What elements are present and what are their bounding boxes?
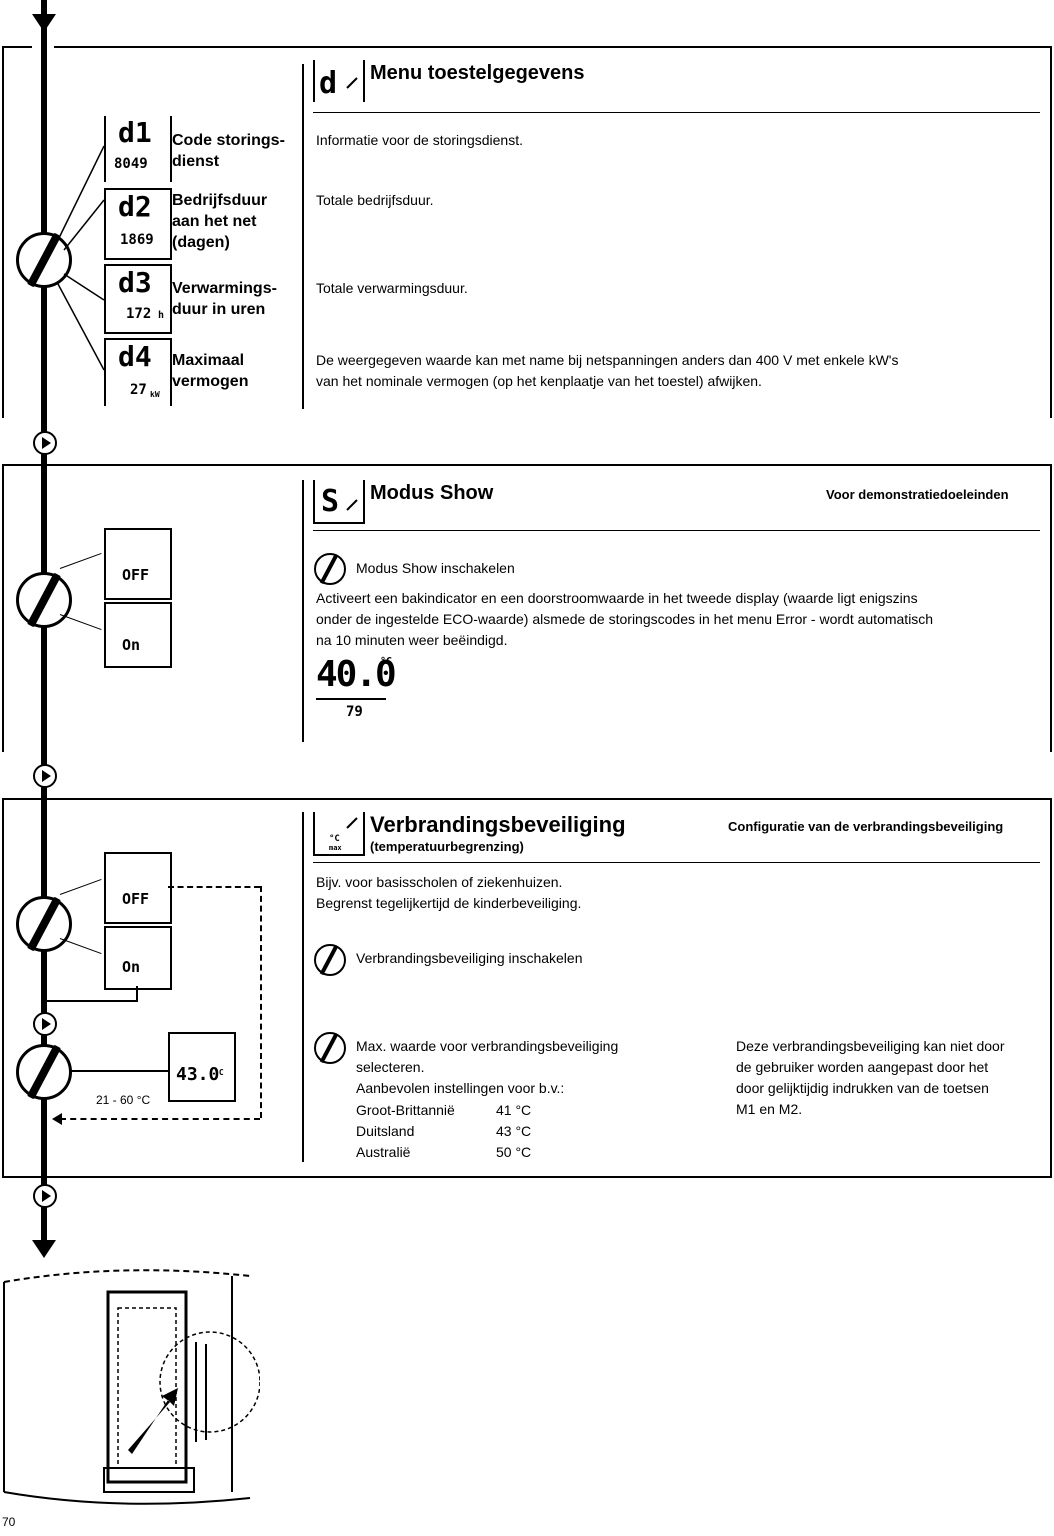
desc-d3: Totale verwarmingsduur. [316, 280, 468, 296]
knob-small-icon [314, 1032, 346, 1064]
action-show: Modus Show inschakelen [356, 560, 515, 576]
section-title: Menu toestelgegevens [370, 62, 585, 84]
menu-icon-box: d [313, 60, 365, 102]
label-d1: Code storings-dienst [172, 132, 285, 170]
selector-knob[interactable] [16, 572, 72, 628]
arrow-left-icon [52, 1113, 62, 1125]
lcd-burn-value: 43.0 °C [168, 1032, 236, 1102]
show-icon-box: S [313, 480, 365, 524]
show-display: 40.0 °C 79 [316, 654, 397, 720]
section-title: Modus Show [370, 482, 494, 504]
d-glyph: d [319, 66, 338, 101]
next-play-icon[interactable] [33, 1012, 57, 1036]
wrench-icon [346, 817, 358, 829]
lcd-burn-off: OFF [104, 852, 172, 924]
action-burn-enable: Verbrandingsbeveiliging inschakelen [356, 950, 583, 966]
range-label: 21 - 60 °C [96, 1093, 151, 1107]
label-d3: Verwarmings-duur in uren [172, 280, 277, 318]
section-title: Verbrandingsbeveiliging [370, 812, 626, 837]
lcd-burn-on: On [104, 926, 172, 990]
next-play-icon[interactable] [33, 431, 57, 455]
section-subtitle: Configuratie van de verbrandingsbeveilig… [728, 819, 1004, 834]
burn-icon-box: °C max [313, 812, 365, 856]
arrow-down-icon [32, 14, 56, 32]
burn-intro: Bijv. voor basisscholen of ziekenhuizen.… [316, 874, 582, 911]
arrow-down-icon [32, 1240, 56, 1258]
section-burn-frame [2, 798, 1052, 1178]
dashed-path [168, 886, 260, 888]
knob-small-icon [314, 944, 346, 976]
knob-small-icon [314, 553, 346, 585]
lcd-d4: d4 27 kW [104, 338, 172, 406]
section-title-sub: (temperatuurbegrenzing) [370, 839, 524, 854]
lcd-show-on: On [104, 602, 172, 668]
lcd-show-off: OFF [104, 528, 172, 600]
connector-lines [57, 145, 105, 371]
selector-knob[interactable] [16, 896, 72, 952]
wrench-icon [346, 77, 358, 89]
lcd-d2: d2 1869 [104, 188, 172, 260]
show-desc: Activeert een bakindicator en een doorst… [316, 590, 934, 648]
burn-note: Deze verbrandingsbeveiliging kan niet do… [736, 1038, 1005, 1117]
figure-number: 70 [2, 1515, 16, 1529]
selector-knob[interactable] [16, 232, 72, 288]
action-burn-max: Max. waarde voor verbrandingsbeveiliging… [356, 1038, 619, 1096]
desc-d2: Totale bedrijfsduur. [316, 192, 434, 208]
desc-d4: De weergegeven waarde kan met name bij n… [316, 352, 899, 389]
lcd-d1: d1 8049 [104, 116, 172, 182]
desc-d1: Informatie voor de storingsdienst. [316, 132, 523, 148]
section-subtitle: Voor demonstratiedoeleinden [826, 487, 1009, 502]
selector-knob[interactable] [16, 1044, 72, 1100]
lcd-d3: d3 172 h [104, 264, 172, 334]
wrench-icon [346, 499, 358, 511]
device-illustration [3, 1269, 260, 1505]
next-play-icon[interactable] [33, 1184, 57, 1208]
next-play-icon[interactable] [33, 764, 57, 788]
